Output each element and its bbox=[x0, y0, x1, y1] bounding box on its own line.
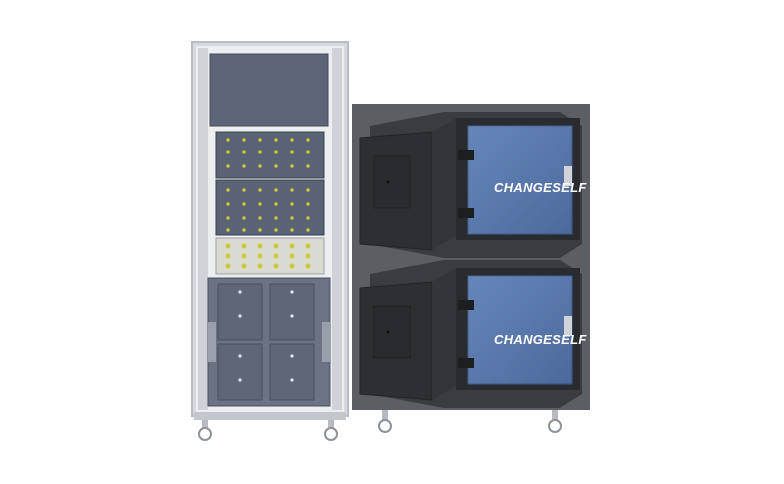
led-dot bbox=[290, 164, 294, 168]
led-dot bbox=[226, 138, 230, 142]
panel-screws bbox=[238, 290, 294, 382]
led-dot bbox=[306, 188, 310, 192]
screw bbox=[290, 314, 294, 318]
led-dot bbox=[305, 253, 311, 259]
led-dot bbox=[290, 216, 294, 220]
led-dot bbox=[258, 188, 262, 192]
led-dot bbox=[225, 263, 231, 269]
led-dot bbox=[226, 150, 230, 154]
led-dot bbox=[274, 164, 278, 168]
led-dot bbox=[306, 202, 310, 206]
led-dot bbox=[274, 188, 278, 192]
hinge-icon bbox=[458, 150, 474, 218]
screw bbox=[238, 378, 242, 382]
led-dot bbox=[242, 150, 246, 154]
led-dot bbox=[241, 263, 247, 269]
led-dot bbox=[289, 263, 295, 269]
led-dot bbox=[226, 164, 230, 168]
led-dot bbox=[306, 150, 310, 154]
led-dot bbox=[242, 164, 246, 168]
led-dot bbox=[290, 138, 294, 142]
led-dot bbox=[290, 228, 294, 232]
led-dot bbox=[306, 164, 310, 168]
rack-cabinet bbox=[191, 41, 349, 441]
led-dot bbox=[226, 228, 230, 232]
latch-icon bbox=[564, 166, 572, 186]
led-dot bbox=[241, 243, 247, 249]
caster-wheel-icon bbox=[548, 419, 562, 433]
led-dot bbox=[258, 216, 262, 220]
screw bbox=[290, 354, 294, 358]
led-dot bbox=[273, 253, 279, 259]
shield-box-bottom bbox=[359, 260, 582, 408]
led-dot bbox=[257, 253, 263, 259]
led-dot bbox=[290, 150, 294, 154]
shield-box-top bbox=[359, 112, 582, 258]
brand-logo-top: CHANGESELF bbox=[494, 180, 587, 195]
led-dot bbox=[258, 138, 262, 142]
led-dot bbox=[226, 188, 230, 192]
led-dot bbox=[258, 228, 262, 232]
led-dot bbox=[289, 253, 295, 259]
led-dot bbox=[305, 263, 311, 269]
screw bbox=[238, 314, 242, 318]
led-dot bbox=[290, 202, 294, 206]
screw bbox=[238, 354, 242, 358]
rack-module-2 bbox=[215, 179, 325, 236]
led-dot bbox=[305, 243, 311, 249]
led-dot bbox=[274, 138, 278, 142]
led-dot bbox=[290, 188, 294, 192]
led-indicator-array bbox=[225, 138, 311, 269]
brand-logo-bottom: CHANGESELF bbox=[494, 332, 587, 347]
screw bbox=[238, 290, 242, 294]
screw bbox=[290, 378, 294, 382]
led-dot bbox=[306, 228, 310, 232]
led-dot bbox=[225, 253, 231, 259]
led-dot bbox=[273, 243, 279, 249]
latch-icon bbox=[564, 316, 572, 336]
screw bbox=[290, 290, 294, 294]
led-dot bbox=[242, 216, 246, 220]
led-dot bbox=[258, 164, 262, 168]
led-dot bbox=[241, 253, 247, 259]
rack-module-1 bbox=[215, 131, 325, 179]
caster-wheel-icon bbox=[198, 420, 212, 441]
led-dot bbox=[306, 216, 310, 220]
rack-top-panel bbox=[209, 53, 329, 127]
led-dot bbox=[258, 202, 262, 206]
led-dot bbox=[257, 243, 263, 249]
shield-box-stack bbox=[352, 104, 590, 433]
led-dot bbox=[242, 228, 246, 232]
led-dot bbox=[289, 243, 295, 249]
led-dot bbox=[274, 202, 278, 206]
led-dot bbox=[242, 202, 246, 206]
led-dot bbox=[226, 216, 230, 220]
led-dot bbox=[242, 188, 246, 192]
led-dot bbox=[258, 150, 262, 154]
led-dot bbox=[273, 263, 279, 269]
hinge-icon bbox=[458, 300, 474, 368]
led-dot bbox=[274, 216, 278, 220]
caster-wheel-icon bbox=[324, 420, 338, 441]
led-dot bbox=[257, 263, 263, 269]
led-dot bbox=[306, 138, 310, 142]
led-dot bbox=[274, 150, 278, 154]
led-dot bbox=[242, 138, 246, 142]
led-dot bbox=[274, 228, 278, 232]
caster-wheel-icon bbox=[378, 419, 392, 433]
rack-lower-panel bbox=[207, 277, 331, 407]
led-dot bbox=[225, 243, 231, 249]
led-dot bbox=[226, 202, 230, 206]
